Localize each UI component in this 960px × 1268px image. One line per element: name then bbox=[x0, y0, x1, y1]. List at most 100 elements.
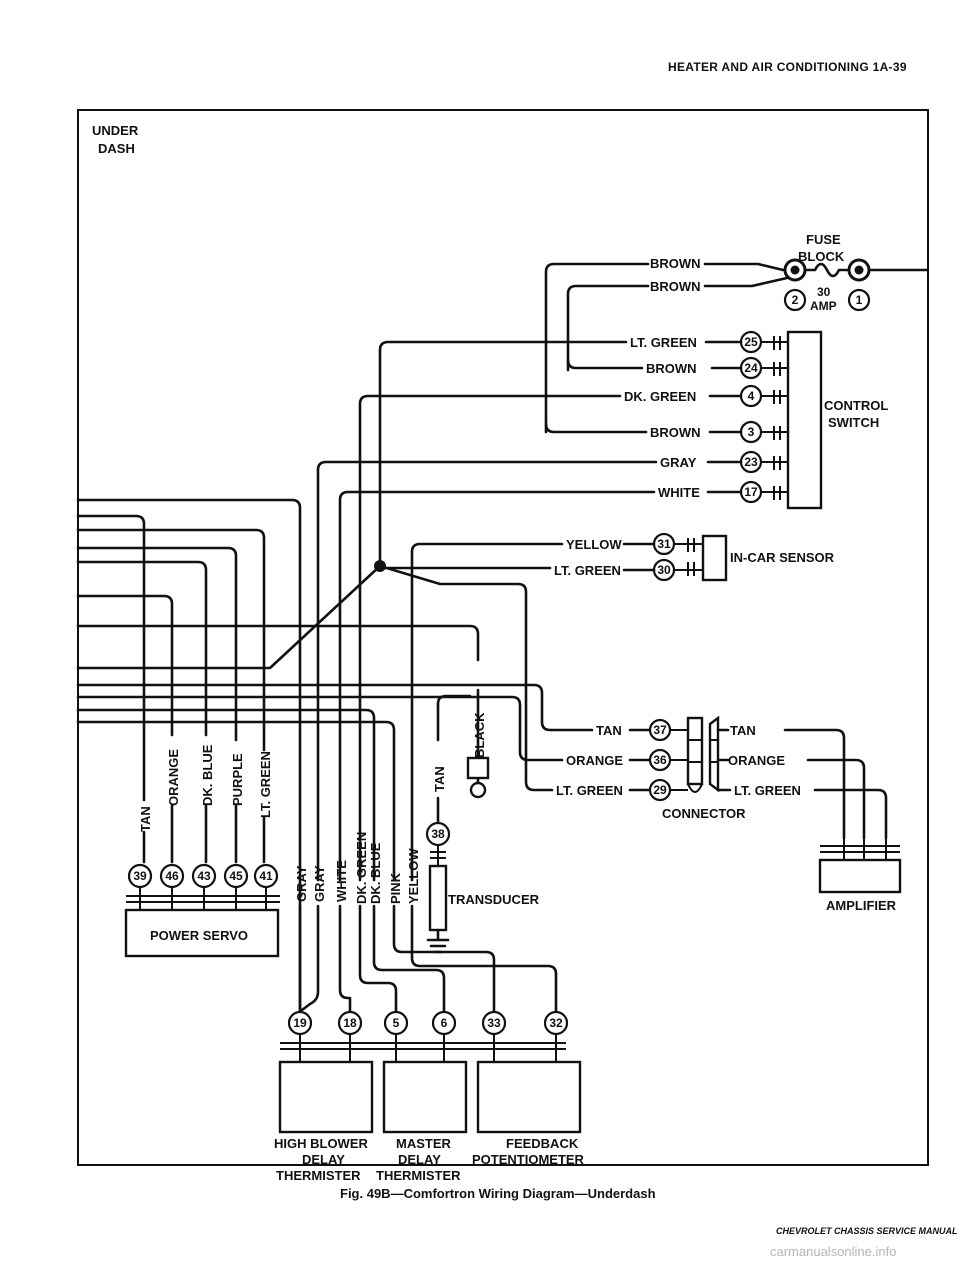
brown-wire-fuse-1-end bbox=[703, 262, 785, 272]
transducer-wire-label-black: BLACK bbox=[472, 712, 487, 758]
fuse-terminal-left-dot bbox=[790, 265, 800, 275]
switch-pin-3-label: 3 bbox=[748, 425, 755, 439]
white-wire-switch bbox=[338, 490, 656, 882]
connector-pin-29-label: 29 bbox=[653, 783, 667, 797]
lt-green-wire-servo-top bbox=[76, 528, 266, 752]
servo-wire-label-dk-blue: DK. BLUE bbox=[200, 744, 215, 806]
center-wire-label-pink: PINK bbox=[388, 872, 403, 904]
master-delay-label-line1: MASTER bbox=[396, 1136, 452, 1151]
connector-left-label-lt-green: LT. GREEN bbox=[556, 783, 623, 798]
connector-left-cells bbox=[688, 739, 702, 763]
switch-wire-label-gray: GRAY bbox=[660, 455, 697, 470]
connector-left-latch bbox=[687, 783, 703, 793]
orange-wire-amplifier bbox=[806, 758, 866, 840]
connector-right-cells bbox=[710, 739, 718, 763]
pink-wire-pin-33 bbox=[392, 904, 496, 1014]
center-wire-label-dk-green: DK. GREEN bbox=[354, 832, 369, 904]
servo-plug-lines bbox=[126, 887, 280, 910]
in-car-sensor: IN-CAR SENSOR 31 30 bbox=[652, 532, 835, 582]
power-servo-body bbox=[124, 908, 280, 958]
figure-caption: Fig. 49B—Comfortron Wiring Diagram—Under… bbox=[340, 1186, 656, 1201]
high-blower-delay-thermister-body bbox=[278, 1060, 374, 1134]
center-wire-label-dk-blue: DK. BLUE bbox=[368, 842, 383, 904]
sensor-wire-label-lt-green: LT. GREEN bbox=[554, 563, 621, 578]
connector-right-label-tan: TAN bbox=[730, 723, 756, 738]
lt-green-splice-to-servo bbox=[76, 564, 382, 670]
control-switch-label-line1: CONTROL bbox=[824, 398, 888, 413]
pink-wire-bundle bbox=[76, 720, 396, 882]
switch-pin-4-label: 4 bbox=[748, 389, 755, 403]
dk-blue-wire-servo bbox=[76, 560, 208, 737]
black-wire-bundle bbox=[76, 624, 480, 662]
feedback-potentiometer-body bbox=[476, 1060, 582, 1134]
servo-wire-label-tan: TAN bbox=[138, 806, 153, 832]
orange-wire-connector bbox=[518, 736, 564, 762]
brown-wire-fuse-2 bbox=[566, 284, 650, 372]
high-blower-label-line1: HIGH BLOWER bbox=[274, 1136, 368, 1151]
bottom-pin-5-label: 5 bbox=[393, 1016, 400, 1030]
master-delay-label-line3: THERMISTER bbox=[376, 1168, 461, 1183]
in-car-sensor-label: IN-CAR SENSOR bbox=[730, 550, 835, 565]
transducer-body bbox=[428, 864, 448, 932]
fuse-pin-1-label: 1 bbox=[856, 293, 863, 307]
master-delay-thermister-body bbox=[382, 1060, 468, 1134]
connector-left-label-tan: TAN bbox=[596, 723, 622, 738]
bottom-pin-6-label: 6 bbox=[441, 1016, 448, 1030]
control-switch-label-line2: SWITCH bbox=[828, 415, 879, 430]
section-label-line2: DASH bbox=[98, 141, 135, 156]
high-blower-label-line2: DELAY bbox=[302, 1152, 345, 1167]
servo-pin-41-label: 41 bbox=[259, 869, 273, 883]
transducer: BLACK TAN 38 TRANSDUCER bbox=[425, 688, 540, 954]
fuse-rating-line1: 30 bbox=[817, 285, 831, 299]
bottom-plug-lines bbox=[280, 1034, 566, 1062]
center-wire-label-white: WHITE bbox=[334, 860, 349, 902]
transducer-label: TRANSDUCER bbox=[448, 892, 540, 907]
servo-wire-label-lt-green: LT. GREEN bbox=[258, 751, 273, 818]
center-wire-label-gray-2: GRAY bbox=[312, 865, 327, 902]
in-car-sensor-body bbox=[701, 534, 728, 582]
dk-blue-wire-pin-6 bbox=[372, 904, 446, 1014]
control-switch-pins: 25 24 4 3 23 17 bbox=[739, 330, 788, 504]
amplifier: AMPLIFIER bbox=[818, 838, 902, 913]
switch-wire-label-brown-24: BROWN bbox=[646, 361, 697, 376]
connector-pin-36-label: 36 bbox=[653, 753, 667, 767]
fuse-wire-label-1: BROWN bbox=[650, 256, 701, 271]
ground-lug-body bbox=[466, 756, 490, 780]
ground-symbol bbox=[426, 928, 450, 954]
servo-pin-46-label: 46 bbox=[165, 869, 179, 883]
transducer-plug bbox=[430, 845, 446, 866]
connector-half-left bbox=[686, 716, 704, 786]
bottom-pin-32-label: 32 bbox=[549, 1016, 563, 1030]
white-wire-pin-18 bbox=[338, 904, 352, 1014]
in-car-sensor-stubs bbox=[673, 538, 703, 576]
feedback-label-line1: FEEDBACK bbox=[506, 1136, 579, 1151]
switch-pin-17-label: 17 bbox=[744, 485, 758, 499]
servo-wire-lower-segments bbox=[142, 804, 266, 864]
transducer-wire-label-tan: TAN bbox=[432, 766, 447, 792]
bottom-pin-33-label: 33 bbox=[487, 1016, 501, 1030]
bottom-pin-19-label: 19 bbox=[293, 1016, 307, 1030]
power-servo-label: POWER SERVO bbox=[150, 928, 248, 943]
connector: TAN ORANGE LT. GREEN 37 36 29 TAN ORANGE… bbox=[556, 715, 801, 821]
manual-footer: CHEVROLET CHASSIS SERVICE MANUAL bbox=[776, 1226, 958, 1236]
yellow-wire-pin-32 bbox=[410, 904, 558, 1014]
switch-pin-23-label: 23 bbox=[744, 455, 758, 469]
fuse-terminal-right-dot bbox=[854, 265, 864, 275]
fuse-pin-1 bbox=[847, 288, 871, 312]
yellow-wire-sensor bbox=[410, 542, 564, 882]
fuse-wire-label-2: BROWN bbox=[650, 279, 701, 294]
servo-pin-39-label: 39 bbox=[133, 869, 147, 883]
bottom-pin-18-label: 18 bbox=[343, 1016, 357, 1030]
watermark: carmanualsonline.info bbox=[770, 1244, 897, 1259]
tan-wire-connector bbox=[76, 683, 594, 732]
control-switch: CONTROL SWITCH bbox=[786, 330, 888, 510]
page-header: HEATER AND AIR CONDITIONING 1A-39 bbox=[668, 60, 907, 74]
bottom-pins: 19 18 5 6 33 32 bbox=[280, 1010, 569, 1062]
gray-wire-to-pin-19 bbox=[300, 904, 320, 1012]
fuse-block: FUSE BLOCK 2 30 AMP 1 bbox=[783, 232, 929, 313]
connector-left-label-orange: ORANGE bbox=[566, 753, 623, 768]
brown-wire-switch-3 bbox=[544, 422, 648, 434]
connector-right-stubs bbox=[716, 728, 732, 792]
power-servo-pins: 39 46 43 45 41 bbox=[126, 863, 280, 910]
